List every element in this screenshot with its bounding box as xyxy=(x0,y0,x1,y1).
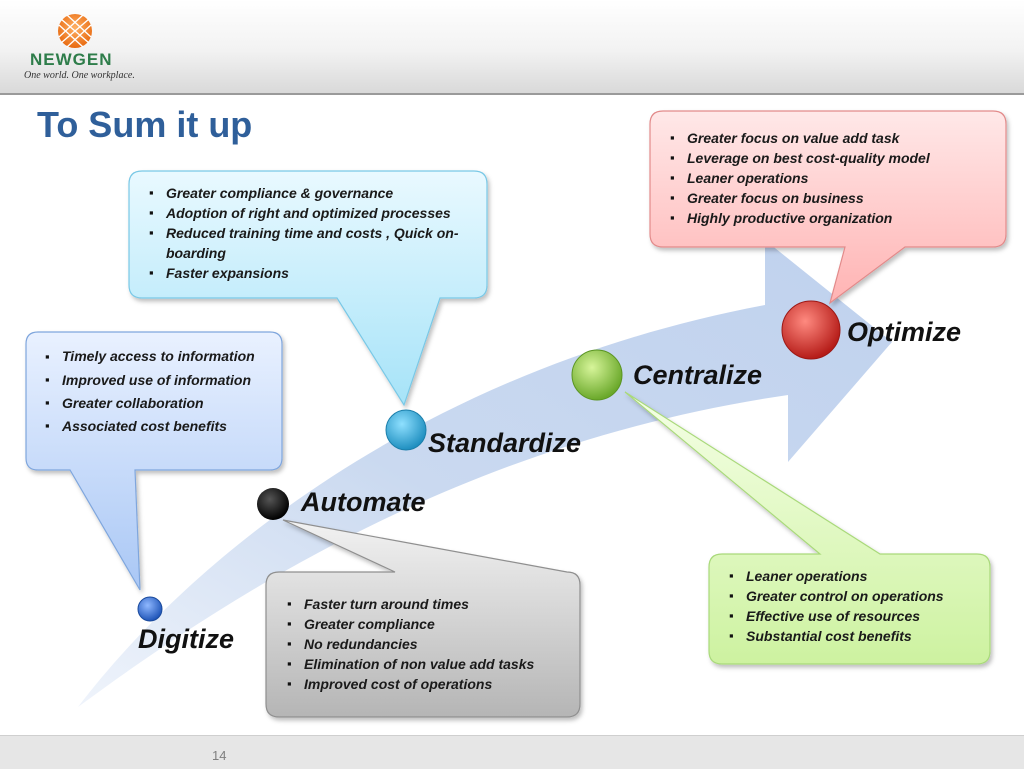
optimize-marker-icon xyxy=(781,300,841,360)
page-number: 14 xyxy=(212,748,227,763)
stage-label-standardize: Standardize xyxy=(428,428,582,458)
list-item: Timely access to information xyxy=(42,348,280,365)
list-item: Greater collaboration xyxy=(42,393,280,413)
stage-label-automate: Automate xyxy=(301,487,426,517)
newgen-logo-icon xyxy=(58,14,92,48)
list-item: Reduced training time and costs , Quick … xyxy=(146,223,466,263)
stage-label-centralize: Centralize xyxy=(633,360,763,390)
slide-header: NEWGEN One world. One workplace. xyxy=(0,0,1024,95)
list-item: Improved cost of operations xyxy=(284,674,574,694)
list-item: Associated cost benefits xyxy=(42,416,280,436)
list-item: Effective use of resources xyxy=(726,606,986,626)
standardize-benefits-list: Greater compliance & governance Adoption… xyxy=(146,183,482,283)
list-item: No redundancies xyxy=(284,634,574,654)
list-item: Substantial cost benefits xyxy=(726,626,986,646)
optimize-benefits-list: Greater focus on value add task Leverage… xyxy=(667,128,997,228)
list-item: Faster turn around times xyxy=(284,594,574,614)
list-item: Greater control on operations xyxy=(726,586,986,606)
list-item: Leverage on best cost-quality model xyxy=(667,148,997,168)
brand-name: NEWGEN xyxy=(30,50,113,69)
stage-label-optimize: Optimize xyxy=(847,317,962,347)
list-item: Highly productive organization xyxy=(667,208,997,228)
list-item: Elimination of non value add tasks xyxy=(284,654,574,674)
standardize-marker-icon xyxy=(385,409,427,451)
digitize-benefits-list: Timely access to information Improved us… xyxy=(42,348,280,436)
list-item: Faster expansions xyxy=(146,263,482,283)
stage-label-digitize: Digitize xyxy=(138,624,235,654)
list-item: Leaner operations xyxy=(667,168,997,188)
list-item: Greater focus on value add task xyxy=(667,128,997,148)
automate-benefits-list: Faster turn around times Greater complia… xyxy=(284,594,574,694)
automate-marker-icon xyxy=(257,488,289,520)
list-item: Leaner operations xyxy=(726,566,986,586)
centralize-benefits-list: Leaner operations Greater control on ope… xyxy=(726,566,986,646)
list-item: Adoption of right and optimized processe… xyxy=(146,203,482,223)
slide-title: To Sum it up xyxy=(37,104,253,145)
list-item: Greater compliance & governance xyxy=(146,183,482,203)
list-item: Improved use of information xyxy=(42,370,280,390)
list-item: Greater compliance xyxy=(284,614,574,634)
progress-arrow xyxy=(78,240,892,707)
centralize-marker-icon xyxy=(571,349,623,401)
brand-tagline: One world. One workplace. xyxy=(24,70,135,81)
digitize-marker-icon xyxy=(137,596,163,622)
list-item: Greater focus on business xyxy=(667,188,997,208)
slide-footer xyxy=(0,735,1024,769)
